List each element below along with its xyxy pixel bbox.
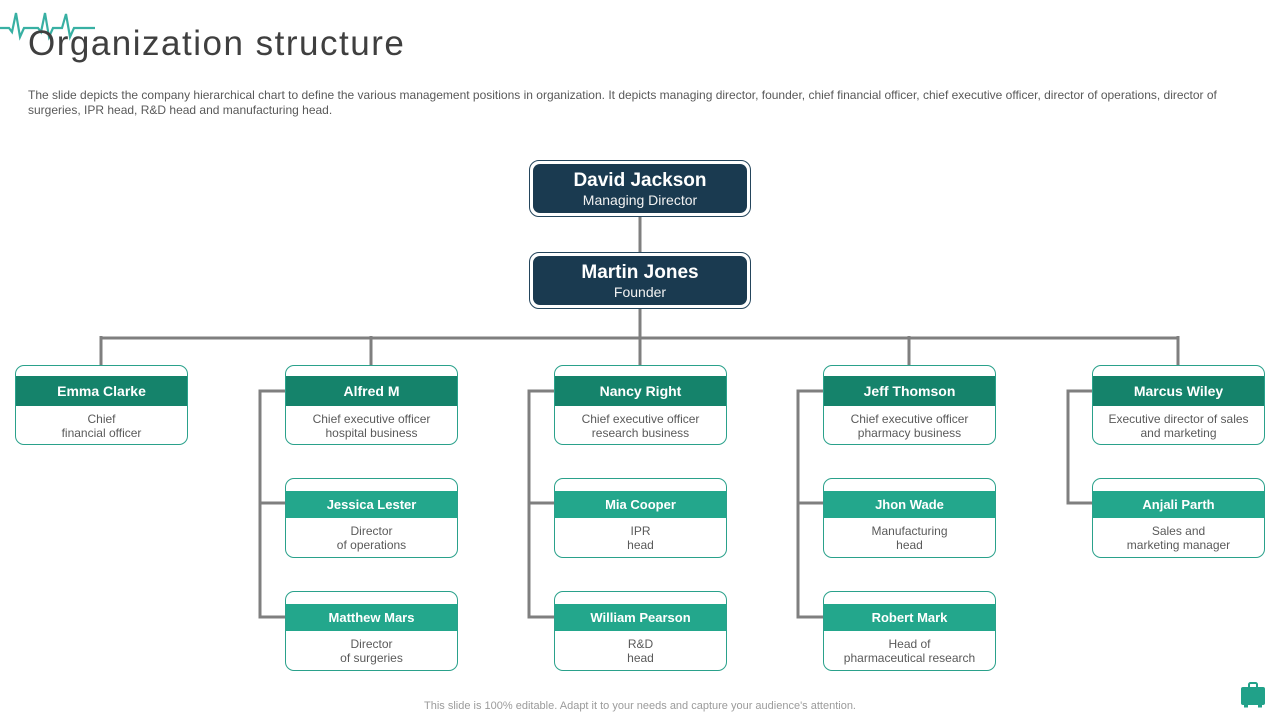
role-line: and marketing [1140, 426, 1217, 440]
person-name: Jessica Lester [286, 491, 457, 518]
org-node-founder: Martin Jones Founder [529, 252, 751, 309]
org-node-sales-marketing-manager: Anjali Parth Sales and marketing manager [1092, 478, 1265, 558]
person-name: Anjali Parth [1093, 491, 1264, 518]
person-role: Executive director of sales and marketin… [1093, 412, 1264, 440]
person-role: Chief executive officer pharmacy busines… [824, 412, 995, 440]
role-line: Manufacturing [871, 524, 948, 538]
role-line: head [627, 651, 654, 665]
person-name: David Jackson [573, 169, 707, 191]
org-node-ceo-hospital: Alfred M Chief executive officer hospita… [285, 365, 458, 445]
org-node-fill: Martin Jones Founder [533, 256, 747, 305]
role-line: pharmacy business [857, 426, 962, 440]
role-line: Director [350, 524, 393, 538]
person-role: Chief executive officer hospital busines… [286, 412, 457, 440]
org-node-executive-director-sales: Marcus Wiley Executive director of sales… [1092, 365, 1265, 445]
role-line: Chief executive officer [312, 412, 431, 426]
person-name: Marcus Wiley [1093, 376, 1264, 406]
person-name: Alfred M [286, 376, 457, 406]
page-title: Organization structure [28, 24, 406, 63]
org-node-director-surgeries: Matthew Mars Director of surgeries [285, 591, 458, 671]
role-line: Sales and [1151, 524, 1206, 538]
role-line: Chief executive officer [581, 412, 700, 426]
role-line: Chief executive officer [850, 412, 969, 426]
org-node-managing-director: David Jackson Managing Director [529, 160, 751, 217]
role-line: pharmaceutical research [843, 651, 976, 665]
role-line: financial officer [61, 426, 142, 440]
role-line: Director [350, 637, 393, 651]
role-line: R&D [627, 637, 654, 651]
person-role: Founder [613, 283, 667, 300]
slide-description: The slide depicts the company hierarchic… [28, 88, 1217, 117]
briefcase-icon [1241, 682, 1265, 708]
org-node-chief-financial-officer: Emma Clarke Chief financial officer [15, 365, 188, 445]
person-name: William Pearson [555, 604, 726, 631]
person-name: Jhon Wade [824, 491, 995, 518]
org-node-fill: David Jackson Managing Director [533, 164, 747, 213]
role-line: research business [591, 426, 690, 440]
person-role: IPR head [555, 524, 726, 552]
person-name: Jeff Thomson [824, 376, 995, 406]
role-line: hospital business [325, 426, 418, 440]
role-line: Executive director of sales [1108, 412, 1249, 426]
role-line: Chief [87, 412, 116, 426]
role-line: head [627, 538, 654, 552]
person-name: Nancy Right [555, 376, 726, 406]
person-role: Director of operations [286, 524, 457, 552]
footer-note: This slide is 100% editable. Adapt it to… [424, 700, 856, 712]
org-node-rd-head: William Pearson R&D head [554, 591, 727, 671]
person-role: Manufacturing head [824, 524, 995, 552]
person-role: R&D head [555, 637, 726, 665]
org-node-pharma-research-head: Robert Mark Head of pharmaceutical resea… [823, 591, 996, 671]
role-line: head [896, 538, 923, 552]
person-role: Head of pharmaceutical research [824, 637, 995, 665]
role-line: marketing manager [1126, 538, 1231, 552]
person-name: Robert Mark [824, 604, 995, 631]
person-name: Martin Jones [581, 261, 699, 283]
org-node-manufacturing-head: Jhon Wade Manufacturing head [823, 478, 996, 558]
role-line: Head of [888, 637, 931, 651]
person-role: Chief financial officer [16, 412, 187, 440]
person-name: Matthew Mars [286, 604, 457, 631]
role-line: of surgeries [340, 651, 403, 665]
org-node-ipr-head: Mia Cooper IPR head [554, 478, 727, 558]
person-name: Emma Clarke [16, 376, 187, 406]
person-name: Mia Cooper [555, 491, 726, 518]
role-line: of operations [336, 538, 407, 552]
role-line: IPR [630, 524, 651, 538]
person-role: Chief executive officer research busines… [555, 412, 726, 440]
person-role: Managing Director [582, 191, 698, 208]
person-role: Director of surgeries [286, 637, 457, 665]
org-node-ceo-research: Nancy Right Chief executive officer rese… [554, 365, 727, 445]
person-role: Sales and marketing manager [1093, 524, 1264, 552]
org-node-director-operations: Jessica Lester Director of operations [285, 478, 458, 558]
ecg-heartbeat-icon [0, 12, 95, 41]
org-node-ceo-pharmacy: Jeff Thomson Chief executive officer pha… [823, 365, 996, 445]
